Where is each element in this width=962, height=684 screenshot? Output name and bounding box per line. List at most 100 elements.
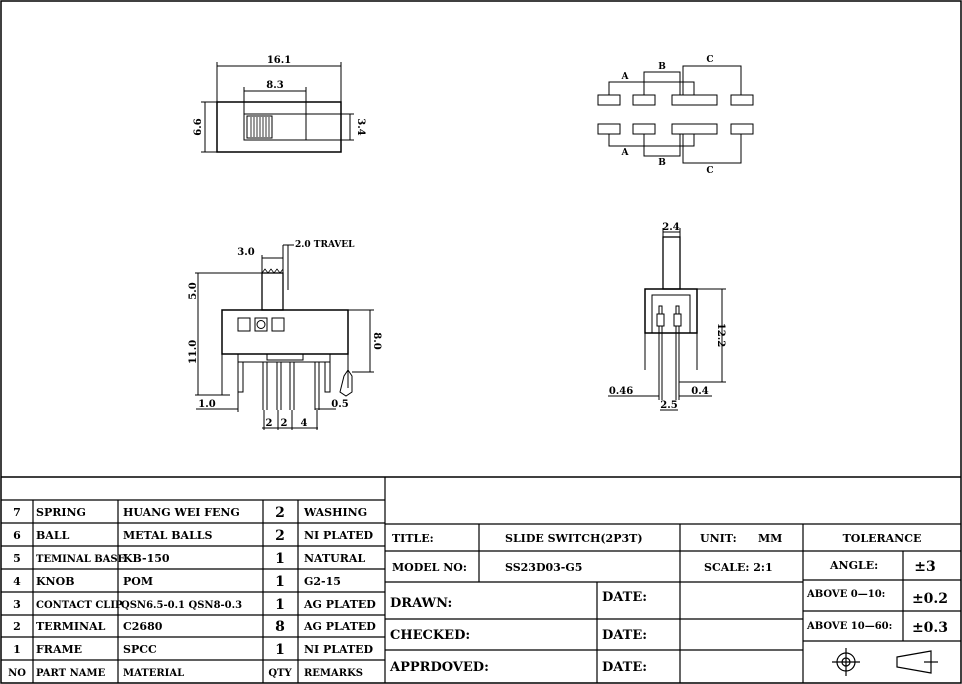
checked-date-label: DATE: [602,628,647,643]
angle-label: ANGLE: [829,559,878,572]
bom-part: SPRING [36,506,86,519]
dim-knob-width: 3.0 [237,247,254,258]
bom-header-qty: QTY [268,668,292,679]
side-view [195,244,374,430]
schematic-label-a-top: A [621,72,630,82]
bom-material: POM [123,575,153,588]
unit-value: MM [758,532,782,545]
dim-end-pin2: 0.4 [691,386,708,397]
bom-no: 1 [13,643,21,656]
title-label: TITLE: [392,532,434,545]
dim-total-height: 11.0 [188,340,199,364]
bom-qty: 1 [275,642,285,658]
range1-label: ABOVE 0—10: [806,589,885,600]
unit-label: UNIT: [700,532,737,545]
model-value: SS23D03-G5 [505,561,582,574]
bom-part: TEMINAL BASE [36,554,126,565]
angle-value: ±3 [914,559,935,575]
bom-row-6: 6 BALL METAL BALLS 2 NI PLATED [13,528,373,544]
dim-knob: 3.4 [355,118,366,135]
bom-remarks: NI PLATED [304,529,374,542]
bom-no: 6 [13,529,21,542]
title-block-grid [385,523,961,683]
end-view [608,228,726,411]
bom-remarks: AG PLATED [303,620,376,633]
bom-row-4: 4 KNOB POM 1 G2-15 [13,574,341,590]
bom-header-material: MATERIAL [123,668,184,679]
bom-remarks: WASHING [303,506,367,519]
dim-width: 16.1 [267,55,291,66]
schematic-label-b-bottom: B [658,158,666,168]
projection-cone-icon [896,650,938,674]
tolerance-label: TOLERANCE [843,532,922,545]
dim-end-span: 2.5 [660,400,677,411]
schematic-label-c-top: C [706,55,713,65]
dim-pin-width: 0.5 [331,399,348,410]
schematic-label-c-bottom: C [706,166,713,176]
dim-end-knob: 2.4 [662,222,679,233]
bom-material: SPCC [123,643,157,656]
title-value: SLIDE SWITCH(2P3T) [505,532,643,545]
drawn-label: DRAWN: [390,596,452,611]
dim-slot: 8.3 [266,80,283,91]
bom-part: KNOB [36,575,75,588]
bom-header-remarks: REMARKS [304,668,363,679]
range2-value: ±0.3 [912,620,948,636]
bom-qty: 1 [275,597,285,613]
bom-part: BALL [36,529,70,542]
dim-travel: 2.0 TRAVEL [295,240,355,250]
bom-remarks: AG PLATED [303,598,376,611]
bom-no: 2 [13,620,21,633]
dim-height: 6.6 [193,118,204,135]
dim-offset: 1.0 [198,399,215,410]
bom-material: HUANG WEI FENG [123,506,240,519]
bom-qty: 8 [275,619,285,635]
dim-body-height: 8.0 [371,332,382,349]
bom-header-part: PART NAME [36,668,106,679]
schematic [597,65,754,164]
dim-pitch-1: 2 [266,418,273,429]
bom-remarks: NATURAL [304,552,365,565]
schematic-label-b-top: B [658,62,666,72]
schematic-label-a-bottom: A [621,148,630,158]
bom-row-2: 2 TERMINAL C2680 8 AG PLATED [13,619,376,635]
model-label: MODEL NO: [392,561,467,574]
bom-no: 4 [13,575,21,588]
bom-part: CONTACT CLIP [36,600,123,611]
bom-header: NO PART NAME MATERIAL QTY REMARKS [8,668,363,679]
top-view [201,62,354,153]
bom-material: KB-150 [123,552,170,565]
bom-row-3: 3 CONTACT CLIP QSN6.5-0.1 QSN8-0.3 1 AG … [13,597,376,613]
title-block: TITLE: SLIDE SWITCH(2P3T) UNIT: MM TOLER… [389,532,948,675]
range1-value: ±0.2 [912,591,948,607]
bom-row-1: 1 FRAME SPCC 1 NI PLATED [13,642,373,658]
projection-circle-icon [832,648,860,676]
bom-rows: 7 SPRING HUANG WEI FENG 2 WASHING 6 BALL… [8,505,376,679]
bom-qty: 2 [275,528,285,544]
range2-label: ABOVE 10—60: [806,621,892,632]
bom-remarks: G2-15 [304,575,341,588]
dim-knob-height: 5.0 [188,282,199,299]
bom-part: FRAME [36,643,82,656]
bom-no: 3 [13,598,21,611]
checked-label: CHECKED: [390,628,470,643]
dim-pitch-2: 2 [281,418,288,429]
dim-end-height: 12.2 [715,323,726,347]
bom-part: TERMINAL [36,620,106,633]
bom-no: 7 [13,506,21,519]
bom-header-no: NO [8,668,26,679]
bom-no: 5 [13,552,21,565]
bom-remarks: NI PLATED [304,643,374,656]
bom-qty: 1 [275,551,285,567]
bom-qty: 1 [275,574,285,590]
bom-table [1,476,961,683]
bom-qty: 2 [275,505,285,521]
scale-label: SCALE: 2:1 [704,561,773,574]
approved-label: APPRDOVED: [389,660,489,675]
bom-row-5: 5 TEMINAL BASE KB-150 1 NATURAL [13,551,365,567]
bom-material: C2680 [123,620,163,633]
dim-pitch-3: 4 [301,418,308,429]
drawn-date-label: DATE: [602,590,647,605]
